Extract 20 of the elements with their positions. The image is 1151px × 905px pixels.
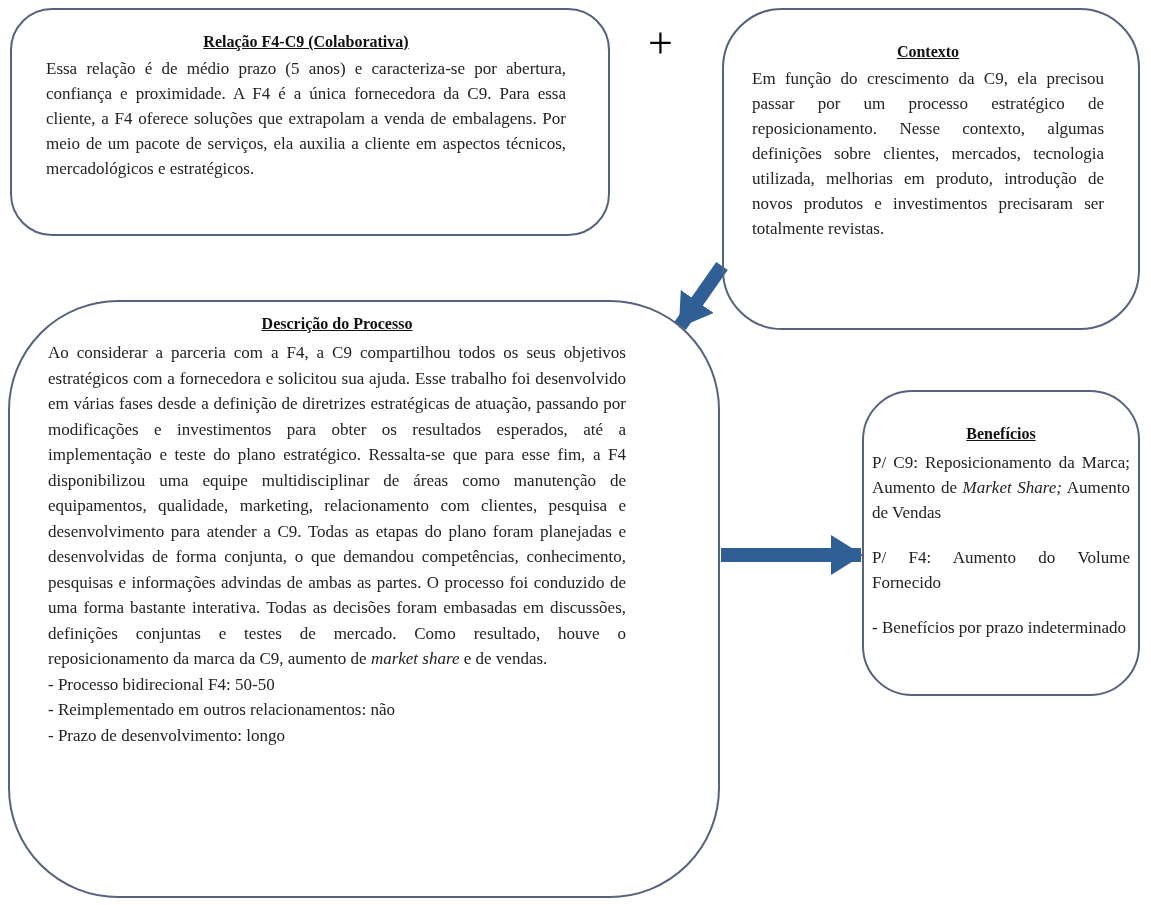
- box-heading: Benefícios: [965, 424, 1037, 444]
- body-text: - Benefícios por prazo indeterminado: [872, 617, 1127, 639]
- rounded-text-box: [10, 8, 610, 236]
- rounded-text-box: [8, 300, 720, 898]
- body-text: P/ F4: Aumento do Volume Fornecido: [872, 547, 1130, 594]
- rounded-text-box: [722, 8, 1140, 330]
- box-heading: Relação F4-C9 (Colaborativa): [202, 32, 410, 52]
- bullet-line: - Processo bidirecional F4: 50-50: [48, 673, 276, 696]
- bullet-line: - Prazo de desenvolvimento: longo: [48, 724, 286, 747]
- body-text: P/ C9: Reposicionamento da Marca; Aumento de Market Share; Aumento de Vendas: [872, 452, 1130, 524]
- plus-sign: +: [648, 22, 673, 66]
- body-text: Essa relação é de médio prazo (5 anos) e caracteriza-se por abertura, confiança e proximidade. A F4 é a única fornecedora da C9. Para essa cliente, a F4 oferece soluções que extrapolam a venda de embalagens. Por meio de um pacote de serviços, ela auxilia a cliente em aspectos técnicos, mercadológicos e estratégicos.: [46, 58, 566, 180]
- rounded-text-box: [862, 390, 1140, 696]
- body-text: Em função do crescimento da C9, ela precisou passar por um processo estratégico de reposicionamento. Nesse contexto, algumas definições sobre clientes, mercados, tecnologia utilizada, melhorias em produto, introdução de novos produtos e investimentos precisaram ser totalmente revistas.: [752, 68, 1104, 240]
- box-heading: Descrição do Processo: [260, 314, 414, 334]
- block-arrow: [721, 535, 863, 575]
- body-text: Ao considerar a parceria com a F4, a C9 compartilhou todos os seus objetivos estratégicos com a fornecedora e solicitou sua ajuda. Esse trabalho foi desenvolvido em várias fases desde a definição de diretrizes estratégicas de atuação, passando por modificações e investimentos para obter os resultados esperados, até a implementação e teste do plano estratégico. Ressalta-se que para esse fim, a F4 disponibilizou uma equipe multidisciplinar de áreas como manutenção de equipamentos, qualidade, marketing, relacionamento com clientes, pesquisa e desenvolvimento para atender a C9. Todas as etapas do plano foram planejadas e desenvolvidas de forma conjunta, o que demandou competências, conhecimento, pesquisas e informações advindas de ambas as partes. O processo foi conduzido de uma forma bastante interativa. Todas as decisões foram embasadas em discussões, definições conjuntas e testes de mercado. Como resultado, houve o reposicionamento da marca da C9, aumento de market share e de vendas.: [48, 342, 626, 670]
- box-heading: Contexto: [895, 42, 961, 62]
- bullet-line: - Reimplementado em outros relacionamentos: não: [48, 699, 396, 721]
- block-arrow: [674, 262, 728, 330]
